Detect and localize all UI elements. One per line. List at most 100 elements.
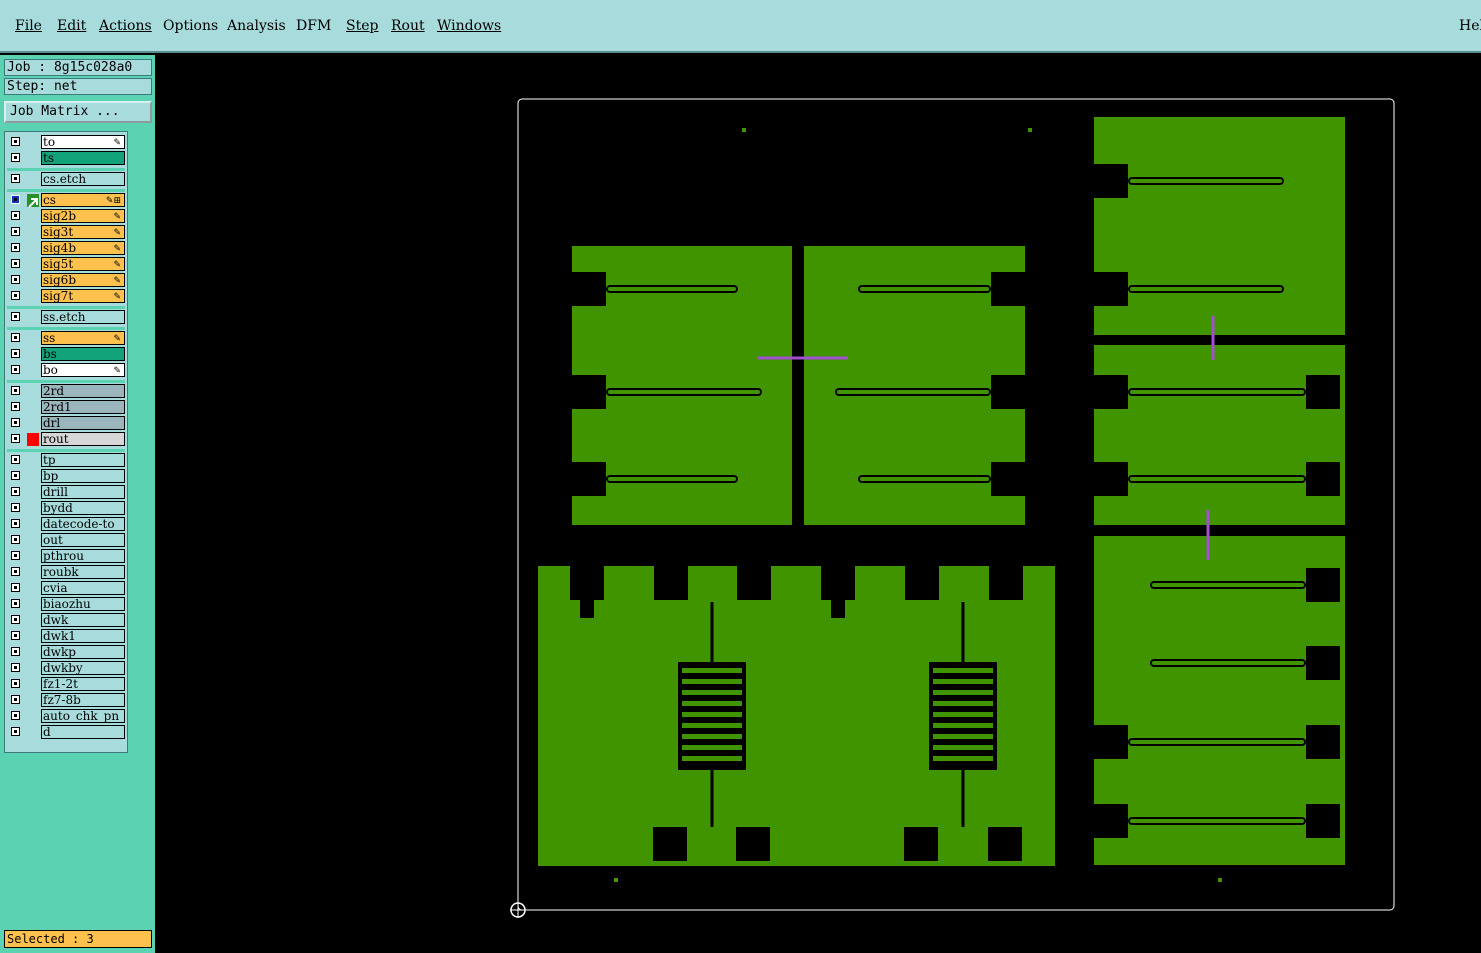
menu-options[interactable]: Options: [163, 18, 219, 34]
layer-row-out[interactable]: out: [7, 533, 125, 548]
layer-row-cs[interactable]: cs✎⊞: [7, 193, 125, 208]
layer-checkbox[interactable]: [11, 711, 20, 720]
layer-label[interactable]: sig6b✎: [41, 273, 125, 287]
layer-row-dwkp[interactable]: dwkp: [7, 645, 125, 660]
layer-checkbox[interactable]: [11, 153, 20, 162]
layer-label[interactable]: pthrou: [41, 549, 125, 563]
layer-label[interactable]: fz7-8b: [41, 693, 125, 707]
layer-row-drill[interactable]: drill: [7, 485, 125, 500]
layer-label[interactable]: drill: [41, 485, 125, 499]
layer-row-sig5t[interactable]: sig5t✎: [7, 257, 125, 272]
layer-checkbox[interactable]: [11, 312, 20, 321]
layer-row-datecode-to[interactable]: datecode-to: [7, 517, 125, 532]
layer-row-bp[interactable]: bp: [7, 469, 125, 484]
menu-step[interactable]: Step: [346, 18, 379, 34]
layer-checkbox[interactable]: [11, 365, 20, 374]
layer-label[interactable]: fz1-2t: [41, 677, 125, 691]
layer-label[interactable]: 2rd1: [41, 400, 125, 414]
layer-checkbox[interactable]: [11, 211, 20, 220]
layer-label[interactable]: cs✎⊞: [41, 193, 125, 207]
layer-checkbox[interactable]: [11, 333, 20, 342]
layer-checkbox[interactable]: [11, 727, 20, 736]
layer-checkbox[interactable]: [11, 631, 20, 640]
layer-label[interactable]: bydd: [41, 501, 125, 515]
layer-checkbox[interactable]: [11, 402, 20, 411]
layer-checkbox[interactable]: [11, 583, 20, 592]
menu-rout[interactable]: Rout: [391, 18, 425, 34]
job-matrix-button[interactable]: Job Matrix ...: [4, 101, 152, 123]
layer-label[interactable]: ts: [41, 151, 125, 165]
layer-checkbox[interactable]: [11, 137, 20, 146]
layer-checkbox[interactable]: [11, 195, 20, 204]
layer-row-cvia[interactable]: cvia: [7, 581, 125, 596]
layer-label[interactable]: dwkby: [41, 661, 125, 675]
layer-label[interactable]: sig3t✎: [41, 225, 125, 239]
layer-row-ss.etch[interactable]: ss.etch: [7, 310, 125, 325]
menu-file[interactable]: File: [15, 18, 42, 34]
layer-checkbox[interactable]: [11, 567, 20, 576]
pcb-board-view[interactable]: [155, 55, 1481, 953]
graphic-canvas[interactable]: [155, 55, 1481, 953]
menu-analysis[interactable]: Analysis: [227, 18, 286, 34]
layer-row-2rd[interactable]: 2rd: [7, 384, 125, 399]
layer-checkbox[interactable]: [11, 291, 20, 300]
layer-row-sig7t[interactable]: sig7t✎: [7, 289, 125, 304]
layer-row-sig2b[interactable]: sig2b✎: [7, 209, 125, 224]
layer-label[interactable]: bs: [41, 347, 125, 361]
layer-checkbox[interactable]: [11, 434, 20, 443]
layer-checkbox[interactable]: [11, 679, 20, 688]
layer-label[interactable]: sig7t✎: [41, 289, 125, 303]
layer-row-biaozhu[interactable]: biaozhu: [7, 597, 125, 612]
layer-row-ss[interactable]: ss✎: [7, 331, 125, 346]
layer-row-sig3t[interactable]: sig3t✎: [7, 225, 125, 240]
layer-checkbox[interactable]: [11, 647, 20, 656]
layer-row-bydd[interactable]: bydd: [7, 501, 125, 516]
layer-label[interactable]: out: [41, 533, 125, 547]
menu-windows[interactable]: Windows: [437, 18, 502, 34]
layer-row-pthrou[interactable]: pthrou: [7, 549, 125, 564]
layer-label[interactable]: ss.etch: [41, 310, 125, 324]
layer-row-dwk1[interactable]: dwk1: [7, 629, 125, 644]
layer-label[interactable]: d: [41, 725, 125, 739]
layer-label[interactable]: roubk: [41, 565, 125, 579]
layer-label[interactable]: sig4b✎: [41, 241, 125, 255]
menu-actions[interactable]: Actions: [99, 18, 152, 34]
layer-checkbox[interactable]: [11, 349, 20, 358]
layer-checkbox[interactable]: [11, 487, 20, 496]
layer-checkbox[interactable]: [11, 695, 20, 704]
layer-row-roubk[interactable]: roubk: [7, 565, 125, 580]
layer-row-sig4b[interactable]: sig4b✎: [7, 241, 125, 256]
layer-label[interactable]: auto_chk_pn: [41, 709, 125, 723]
layer-checkbox[interactable]: [11, 227, 20, 236]
layer-checkbox[interactable]: [11, 386, 20, 395]
menu-help[interactable]: Hel: [1459, 18, 1481, 34]
layer-label[interactable]: biaozhu: [41, 597, 125, 611]
layer-checkbox[interactable]: [11, 615, 20, 624]
layer-row-fz1-2t[interactable]: fz1-2t: [7, 677, 125, 692]
layer-label[interactable]: ss✎: [41, 331, 125, 345]
layer-label[interactable]: sig5t✎: [41, 257, 125, 271]
layer-row-dwkby[interactable]: dwkby: [7, 661, 125, 676]
layer-checkbox[interactable]: [11, 455, 20, 464]
layer-checkbox[interactable]: [11, 471, 20, 480]
layer-label[interactable]: 2rd: [41, 384, 125, 398]
layer-row-bs[interactable]: bs: [7, 347, 125, 362]
layer-label[interactable]: cvia: [41, 581, 125, 595]
layer-label[interactable]: drl: [41, 416, 125, 430]
layer-row-drl[interactable]: drl: [7, 416, 125, 431]
layer-checkbox[interactable]: [11, 259, 20, 268]
layer-label[interactable]: sig2b✎: [41, 209, 125, 223]
layer-checkbox[interactable]: [11, 418, 20, 427]
layer-label[interactable]: cs.etch: [41, 172, 125, 186]
layer-label[interactable]: tp: [41, 453, 125, 467]
layer-row-d[interactable]: d: [7, 725, 125, 740]
layer-label[interactable]: dwk: [41, 613, 125, 627]
layer-checkbox[interactable]: [11, 519, 20, 528]
layer-row-sig6b[interactable]: sig6b✎: [7, 273, 125, 288]
layer-row-cs.etch[interactable]: cs.etch: [7, 172, 125, 187]
menu-edit[interactable]: Edit: [57, 18, 87, 34]
layer-checkbox[interactable]: [11, 535, 20, 544]
layer-label[interactable]: to✎: [41, 135, 125, 149]
menu-dfm[interactable]: DFM: [296, 18, 332, 34]
layer-checkbox[interactable]: [11, 275, 20, 284]
